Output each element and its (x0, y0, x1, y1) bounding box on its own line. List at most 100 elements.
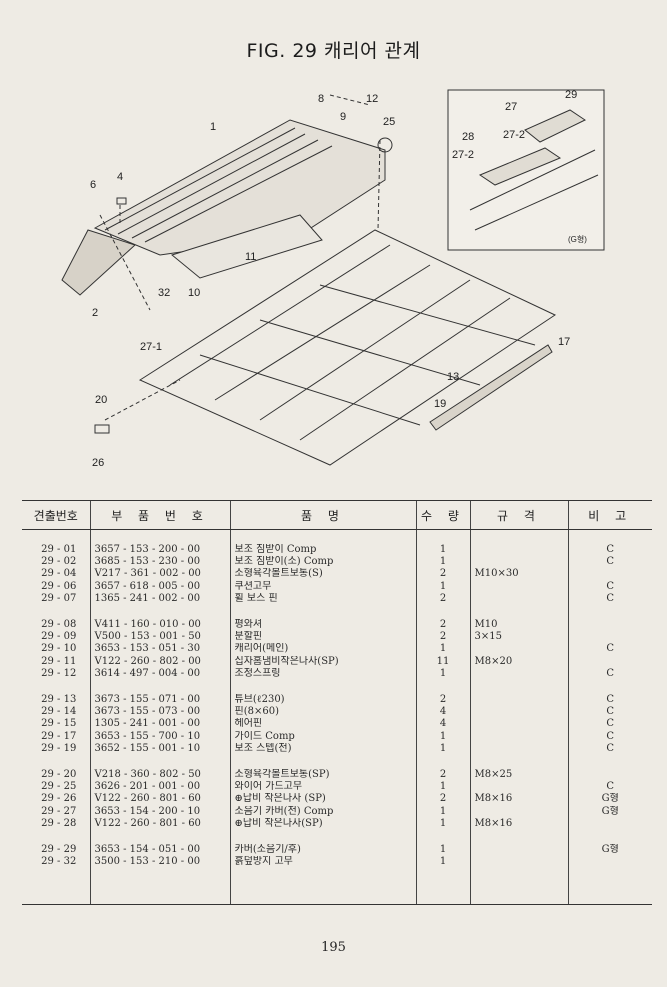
spacer-cell (89, 529, 230, 544)
cell-ref-no: 29 - 09 (41, 631, 77, 643)
figure-title: FIG. 29 캐리어 관계 (246, 40, 421, 62)
cell-part-name: 휠 보스 핀 (229, 592, 416, 606)
cell-remarks (567, 619, 652, 632)
cell-remarks: C (567, 742, 652, 756)
cell-quantity: 2 (415, 769, 470, 782)
cell-ref-no: 29 - 19 (41, 742, 77, 754)
cell-ref-no: 29 - 13 (41, 694, 77, 706)
callout-12: 12 (366, 93, 378, 105)
spacer-cell (22, 830, 90, 844)
cell-part-no: 3673 - 155 - 073 - 00 (89, 706, 230, 719)
cell-ref-no: 29 - 10 (41, 643, 77, 655)
cell-spec (469, 643, 568, 656)
callout-32: 32 (158, 287, 170, 299)
spacer-cell (22, 680, 90, 694)
cell-part-name: 헤어핀 (229, 718, 416, 731)
cell-spec (469, 592, 568, 606)
cell-quantity: 1 (415, 781, 470, 794)
cell-spec (469, 742, 568, 756)
cell-remarks: C (567, 718, 652, 731)
spacer-cell (22, 868, 90, 906)
cell-spec: M8×16 (469, 817, 568, 831)
cell-ref-no: 29 - 07 (41, 592, 77, 604)
callout-26: 27 (505, 101, 517, 113)
spacer-cell (229, 680, 416, 695)
cell-part-name: 핀(8×60) (229, 706, 416, 719)
cell-part-no: 1365 - 241 - 002 - 00 (89, 592, 230, 606)
callout-27: 27-2 (503, 129, 525, 141)
callout-8: 8 (318, 93, 324, 105)
cell-part-no: 3685 - 153 - 230 - 00 (89, 556, 230, 569)
cell-spec: M8×20 (469, 655, 568, 668)
spacer-cell (229, 529, 416, 544)
cell-quantity: 1 (415, 844, 470, 857)
cell-quantity: 1 (415, 643, 470, 656)
cell-part-name: 소음기 카버(전) Comp (229, 805, 416, 818)
cell-part-name: ⊕납비 작은나사 (SP) (229, 793, 416, 806)
cell-part-name: 소형육각볼트보통(S) (229, 568, 416, 581)
spacer-cell (469, 529, 568, 544)
cell-remarks (567, 817, 652, 831)
cell-ref-no: 29 - 06 (41, 580, 77, 592)
cell-remarks: G형 (567, 793, 652, 806)
cell-remarks (567, 769, 652, 782)
cell-part-name: 캐리어(메인) (229, 643, 416, 656)
cell-part-no: V122 - 260 - 802 - 00 (89, 655, 230, 668)
spacer-cell (89, 830, 230, 845)
spacer-cell (415, 529, 470, 544)
inset-label: (G형) (568, 235, 587, 244)
cell-quantity: 1 (415, 817, 470, 831)
cell-remarks: G형 (567, 805, 652, 818)
page-number: 195 (321, 940, 346, 955)
header-part-no: 부 품 번 호 (89, 500, 230, 530)
spacer-cell (469, 605, 568, 620)
cell-quantity: 1 (415, 556, 470, 569)
spacer-cell (567, 868, 652, 906)
cell-spec: M8×16 (469, 793, 568, 806)
cell-ref-no: 29 - 27 (41, 805, 77, 817)
cell-ref-no: 29 - 04 (41, 568, 77, 580)
cell-ref-no: 29 - 08 (41, 619, 77, 631)
cell-part-name: 가이드 Comp (229, 730, 416, 743)
cell-spec (469, 856, 568, 869)
cell-spec (469, 805, 568, 818)
cell-quantity: 2 (415, 793, 470, 806)
callout-25: 25 (383, 116, 395, 128)
cell-part-no: 3500 - 153 - 210 - 00 (89, 856, 230, 869)
cell-spec: M8×25 (469, 769, 568, 782)
header-ref-no: 견출번호 (22, 500, 90, 530)
cell-remarks (567, 655, 652, 668)
spacer-cell (229, 830, 416, 845)
spacer-cell (415, 830, 470, 845)
cell-quantity: 4 (415, 718, 470, 731)
spacer-row (22, 830, 652, 845)
cell-spec (469, 580, 568, 593)
spacer-cell (229, 605, 416, 620)
cell-spec: 3×15 (469, 631, 568, 644)
cell-remarks: C (567, 694, 652, 707)
callout-19: 20 (95, 394, 107, 406)
header-spec: 규 격 (469, 500, 568, 530)
cell-remarks (567, 568, 652, 581)
header-part-name: 품 명 (229, 500, 416, 530)
cell-part-no: 3657 - 153 - 200 - 00 (89, 544, 230, 557)
spacer-cell (567, 830, 652, 845)
cell-ref-no: 29 - 15 (41, 718, 77, 730)
spacer-cell (22, 605, 90, 619)
cell-quantity: 1 (415, 856, 470, 869)
cell-ref-no: 29 - 01 (41, 544, 77, 555)
spacer-cell (229, 755, 416, 770)
cell-part-no: V500 - 153 - 001 - 50 (89, 631, 230, 644)
header-remarks: 비 고 (567, 500, 652, 530)
